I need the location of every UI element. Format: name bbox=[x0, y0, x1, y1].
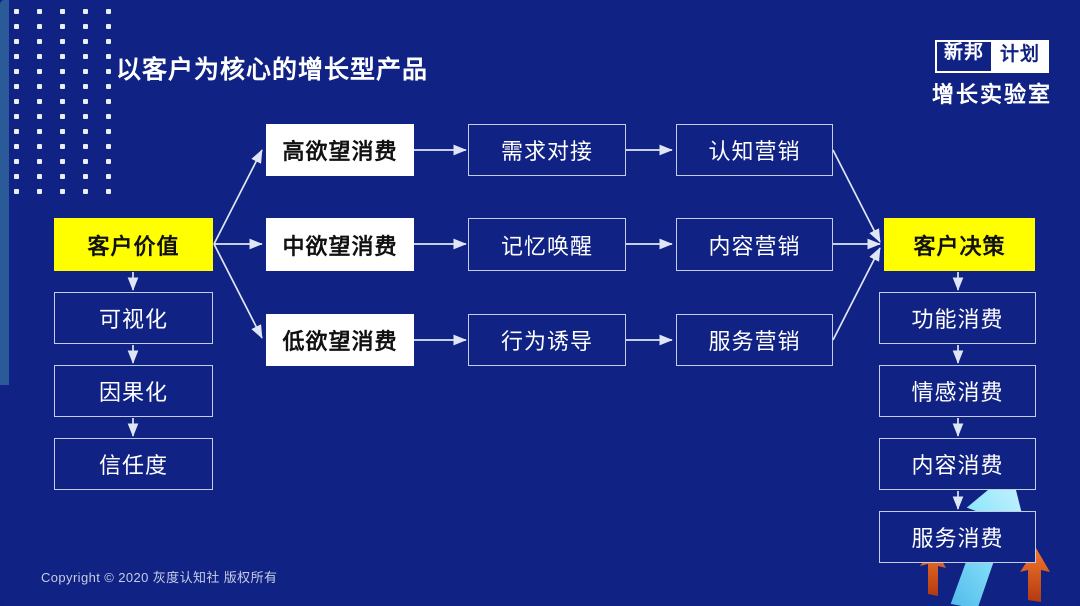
node-behavior-guidance[interactable]: 行为诱导 bbox=[468, 314, 626, 366]
node-functional-consumption[interactable]: 功能消费 bbox=[879, 292, 1036, 344]
node-service-consumption[interactable]: 服务消费 bbox=[879, 511, 1036, 563]
node-high-desire-consumption[interactable]: 高欲望消费 bbox=[266, 124, 414, 176]
node-content-marketing[interactable]: 内容营销 bbox=[676, 218, 833, 271]
node-service-marketing[interactable]: 服务营销 bbox=[676, 314, 833, 366]
node-emotional-consumption[interactable]: 情感消费 bbox=[879, 365, 1036, 417]
node-visualization[interactable]: 可视化 bbox=[54, 292, 213, 344]
left-accent-strip bbox=[0, 0, 9, 385]
logo-brand-a: 新邦 bbox=[934, 40, 993, 73]
node-causality[interactable]: 因果化 bbox=[54, 365, 213, 417]
node-customer-value[interactable]: 客户价值 bbox=[54, 218, 213, 271]
node-customer-decision[interactable]: 客户决策 bbox=[884, 218, 1035, 271]
dot-pattern-decoration bbox=[14, 9, 124, 199]
logo-subtitle: 增长实验室 bbox=[931, 81, 1052, 107]
node-content-consumption[interactable]: 内容消费 bbox=[879, 438, 1036, 490]
node-cognitive-marketing[interactable]: 认知营销 bbox=[676, 124, 833, 176]
logo-brand-b: 计划 bbox=[992, 40, 1049, 73]
node-demand-matching[interactable]: 需求对接 bbox=[468, 124, 626, 176]
page-title: 以客户为核心的增长型产品 bbox=[116, 56, 429, 84]
node-mid-desire-consumption[interactable]: 中欲望消费 bbox=[266, 218, 414, 271]
brand-logo: 新邦 计划 增长实验室 bbox=[932, 40, 1052, 109]
copyright-footer: Copyright © 2020 灰度认知社 版权所有 bbox=[41, 570, 278, 585]
node-memory-awakening[interactable]: 记忆唤醒 bbox=[468, 218, 626, 271]
node-trust[interactable]: 信任度 bbox=[54, 438, 213, 490]
node-low-desire-consumption[interactable]: 低欲望消费 bbox=[266, 314, 414, 366]
logo-top-row: 新邦 计划 bbox=[932, 40, 1052, 73]
